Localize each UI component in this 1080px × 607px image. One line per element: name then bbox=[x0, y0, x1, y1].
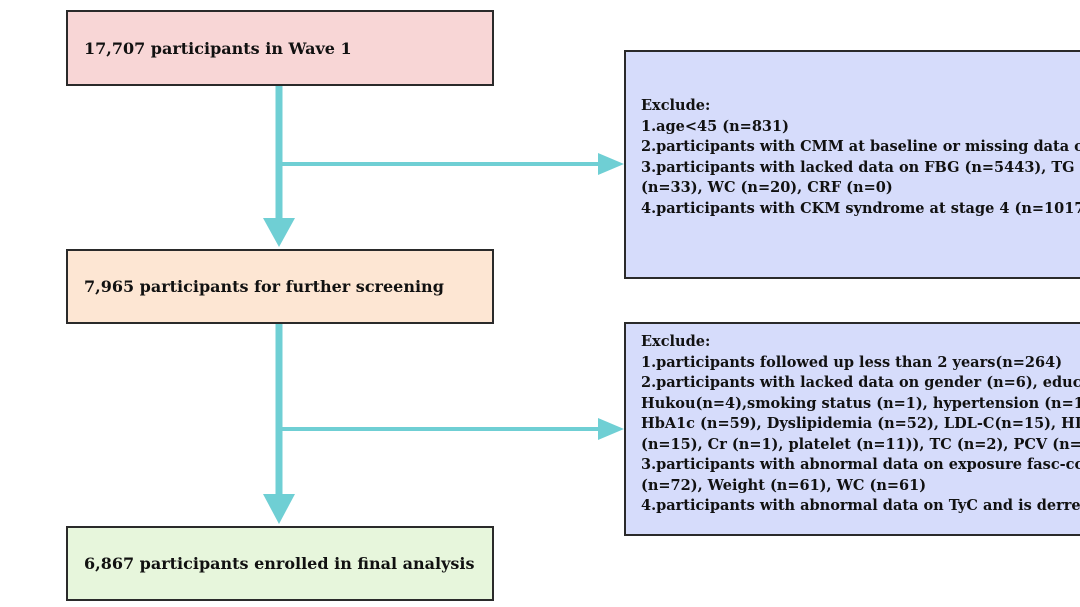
exclusion-1-line: 3.participants with lacked data on FBG (… bbox=[641, 158, 1080, 176]
exclusion-2-line: 1.participants followed up less than 2 y… bbox=[641, 353, 1063, 371]
wave1-box: 17,707 participants in Wave 1 bbox=[66, 10, 494, 86]
exclusion-1-line: (n=33), WC (n=20), CRF (n=0) bbox=[641, 179, 893, 196]
exclusion-2-line: 4.participants with abnormal data on TyC… bbox=[641, 497, 1080, 514]
exclusion-2-line: 2.participants with lacked data on gende… bbox=[641, 374, 1080, 391]
arrow-right-1-head bbox=[598, 153, 624, 175]
arrow-down-2-head bbox=[263, 494, 295, 524]
wave1-label: 17,707 participants in Wave 1 bbox=[84, 38, 352, 58]
exclusion-2-line: Hukou(n=4),smoking status (n=1), hyperte… bbox=[641, 394, 1080, 412]
arrow-right-2-head bbox=[598, 418, 624, 440]
exclusion-1-line: 4.participants with CKM syndrome at stag… bbox=[641, 199, 1080, 217]
exclusion-box-1: Exclude: 1.age<45 (n=831) 2.participants… bbox=[624, 50, 1080, 279]
screening-label: 7,965 participants for further screening bbox=[84, 277, 444, 296]
arrow-down-1-head bbox=[263, 218, 295, 247]
exclusion-box-2: Exclude: 1.participants followed up less… bbox=[624, 322, 1080, 536]
exclusion-1-line: 2.participants with CMM at baseline or m… bbox=[641, 138, 1080, 155]
exclusion-2-line: (n=15), Cr (n=1), platelet (n=11)), TC (… bbox=[641, 435, 1080, 453]
final-analysis-box: 6,867 participants enrolled in final ana… bbox=[66, 526, 494, 601]
exclusion-2-line: HbA1c (n=59), Dyslipidemia (n=52), LDL-C… bbox=[641, 415, 1080, 432]
final-label: 6,867 participants enrolled in final ana… bbox=[84, 554, 475, 573]
exclusion-2-line: 3.participants with abnormal data on exp… bbox=[641, 456, 1080, 473]
exclusion-2-title: Exclude: bbox=[641, 333, 711, 350]
exclusion-1-line: 1.age<45 (n=831) bbox=[641, 117, 789, 135]
screening-box: 7,965 participants for further screening bbox=[66, 249, 494, 324]
exclusion-2-line: (n=72), Weight (n=61), WC (n=61) bbox=[641, 476, 927, 494]
exclusion-1-title: Exclude: bbox=[641, 97, 711, 114]
